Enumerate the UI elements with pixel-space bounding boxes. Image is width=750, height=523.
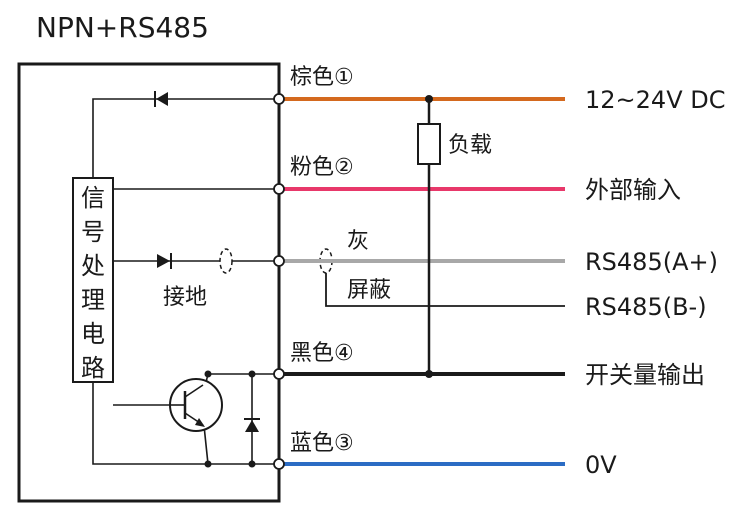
blue-wire-label: 蓝色③ [290,431,354,456]
processor-char: 理 [81,286,105,314]
internal-wiring [92,98,274,465]
shield-wire-label: 屏蔽 [347,278,391,303]
terminal [273,458,285,470]
junction-dot [204,370,212,378]
load-label: 负载 [448,133,492,158]
processor-char: 路 [81,354,105,382]
signal-switch-output: 开关量输出 [585,361,705,389]
shield-ellipse-internal [219,248,233,274]
signal-rs485-b: RS485(B-) [585,293,707,321]
processor-char: 电 [81,320,105,348]
signal-external-input: 外部输入 [585,176,681,204]
signal-0v: 0V [585,451,617,479]
junction-dot [425,95,433,103]
gray-wire-label: 灰 [347,229,369,254]
load-resistor [417,123,441,165]
terminals [273,93,285,470]
signal-power: 12~24V DC [585,86,725,114]
processor-char: 处 [81,252,105,280]
terminal [273,368,285,380]
ground-diode [157,253,172,269]
signal-processor-box [72,177,114,383]
reverse-protection-diode [154,91,168,107]
signal-processor-label: 信 号 处 理 电 路 [81,184,105,382]
sensor-housing [17,62,281,503]
processor-char: 号 [81,218,105,246]
clamp-diode [244,418,260,432]
shield-wire [325,273,565,307]
signal-rs485-a: RS485(A+) [585,248,718,276]
processor-char: 信 [81,184,105,212]
junction-dot [425,370,433,378]
terminal [273,183,285,195]
junction-dot [248,370,256,378]
brown-wire-label: 棕色① [290,65,354,90]
terminal [273,255,285,267]
ground-label: 接地 [163,285,207,310]
diagram-title: NPN+RS485 [36,11,209,44]
black-wire-label: 黑色④ [290,341,354,366]
npn-transistor [169,378,223,432]
junction-dot [248,460,256,468]
pink-wire-label: 粉色② [290,155,354,180]
terminal [273,93,285,105]
junction-dot [204,460,212,468]
